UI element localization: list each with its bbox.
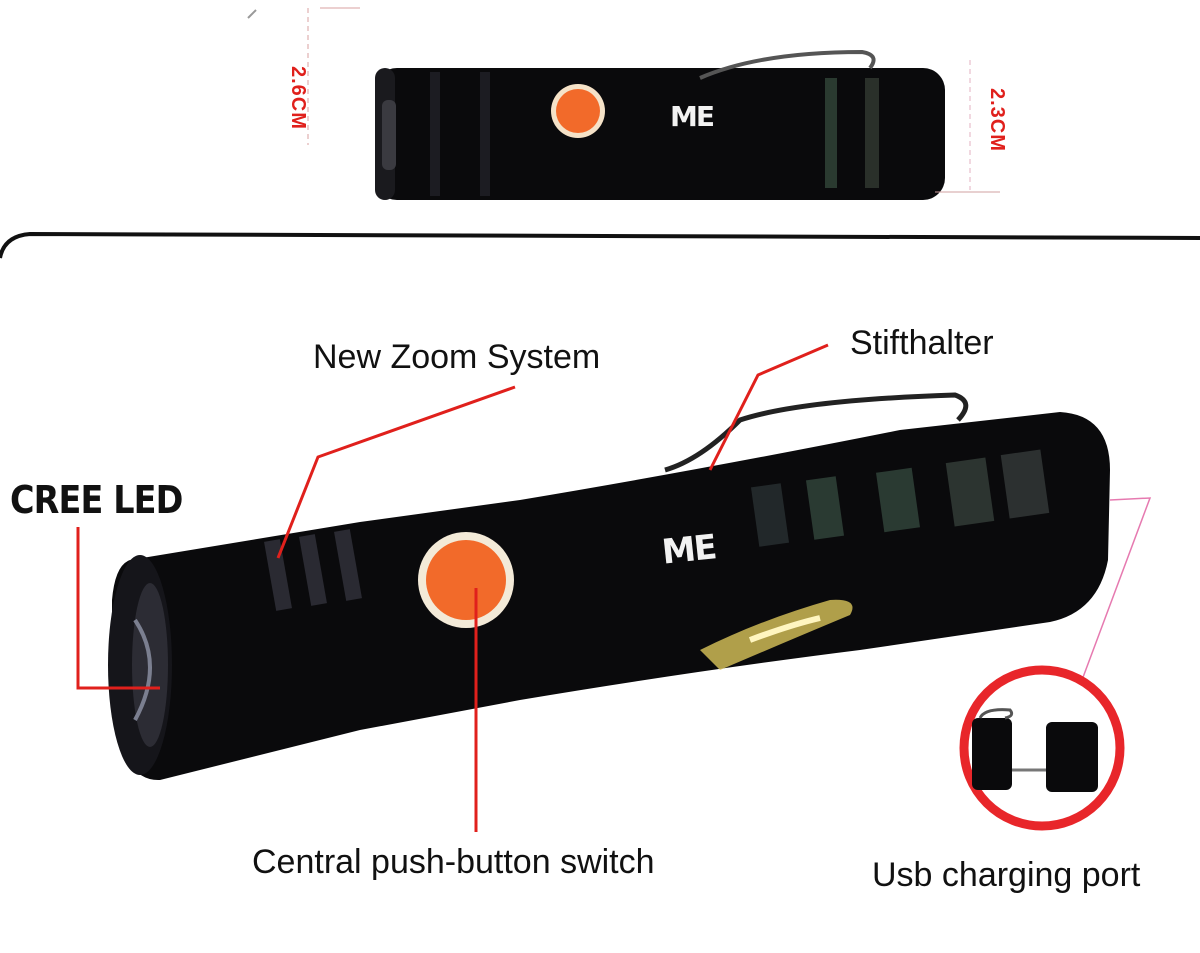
- usb-detail-inset: [959, 665, 1125, 831]
- switch-label: Central push-button switch: [252, 843, 655, 881]
- led-callout-line: [76, 527, 160, 690]
- main-flashlight: [108, 392, 1110, 781]
- rear-diameter-label: 2.3CM: [986, 88, 1008, 152]
- usb-plug-icon: [1046, 722, 1098, 792]
- cap-icon: [972, 718, 1012, 790]
- front-diameter-label: 2.6CM: [287, 66, 309, 130]
- usb-port-label: Usb charging port: [872, 856, 1141, 894]
- brand-logo-main: ME: [660, 527, 718, 573]
- clip-callout-line: [708, 343, 829, 471]
- callout-lines: [76, 343, 829, 832]
- clip-label: Stifthalter: [850, 324, 994, 362]
- frame-border: [0, 231, 1200, 259]
- pocket-clip-icon: [664, 392, 969, 473]
- top-flashlight: [247, 7, 1000, 200]
- zoom-callout-line: [276, 385, 516, 559]
- zoom-system-label: New Zoom System: [313, 338, 601, 376]
- cree-led-label: CREE LED: [10, 478, 183, 522]
- brand-logo-top: ME: [670, 100, 715, 133]
- usb-callout-line: [1081, 497, 1152, 681]
